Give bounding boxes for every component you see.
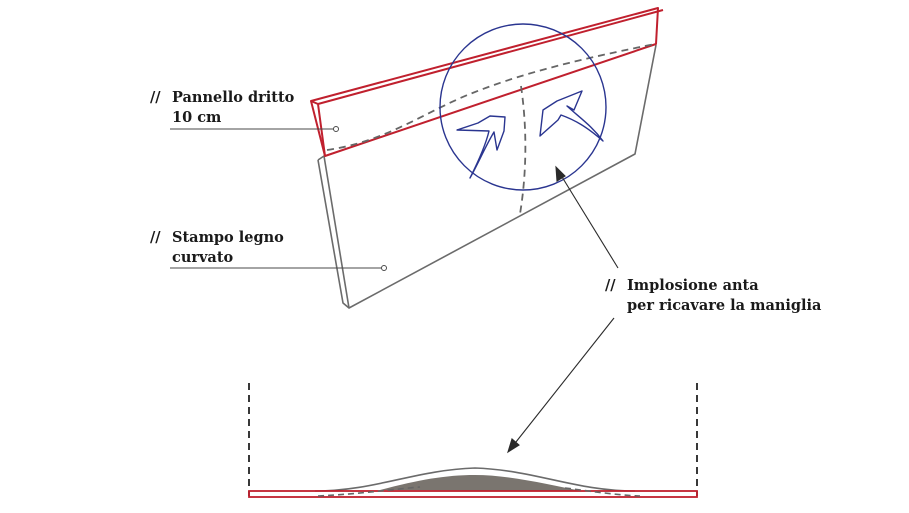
detail-circle [439, 23, 607, 215]
mold-curve [314, 467, 636, 492]
implosion-label: // Implosione anta per ricavare la manig… [605, 276, 822, 316]
mold-leader-dot [381, 265, 387, 271]
implosion-label-line1: Implosione anta [627, 277, 759, 294]
straight-panel [310, 7, 664, 157]
panel-label: // Pannello dritto 10 cm [150, 88, 295, 128]
panel-leader-dot [333, 126, 339, 132]
mold-label-marker: // [150, 229, 161, 246]
implosion-profile-dashed [326, 43, 656, 151]
implosion-label-line2: per ricavare la maniglia [627, 297, 822, 314]
section-dashed-profile [317, 486, 641, 497]
mold-label-line1: Stampo legno [172, 229, 284, 246]
right-arrow-icon [539, 90, 604, 142]
panel-label-marker: // [150, 89, 161, 106]
vertical-dashed-line [519, 85, 527, 215]
panel-label-line2: 10 cm [172, 109, 222, 126]
arrowhead-down-icon [507, 438, 520, 454]
mold-label: // Stampo legno curvato [150, 228, 284, 268]
implosion-label-marker: // [605, 277, 616, 294]
panel-section [248, 490, 698, 498]
implosion-arrows [507, 165, 619, 454]
arrowhead-up-icon [555, 165, 566, 182]
recess-fill [380, 475, 582, 491]
panel-label-line1: Pannello dritto [172, 89, 295, 106]
cross-section [248, 383, 698, 498]
left-arrow-icon [456, 115, 506, 179]
leader-lines [170, 126, 387, 271]
mold-label-line2: curvato [172, 249, 234, 266]
